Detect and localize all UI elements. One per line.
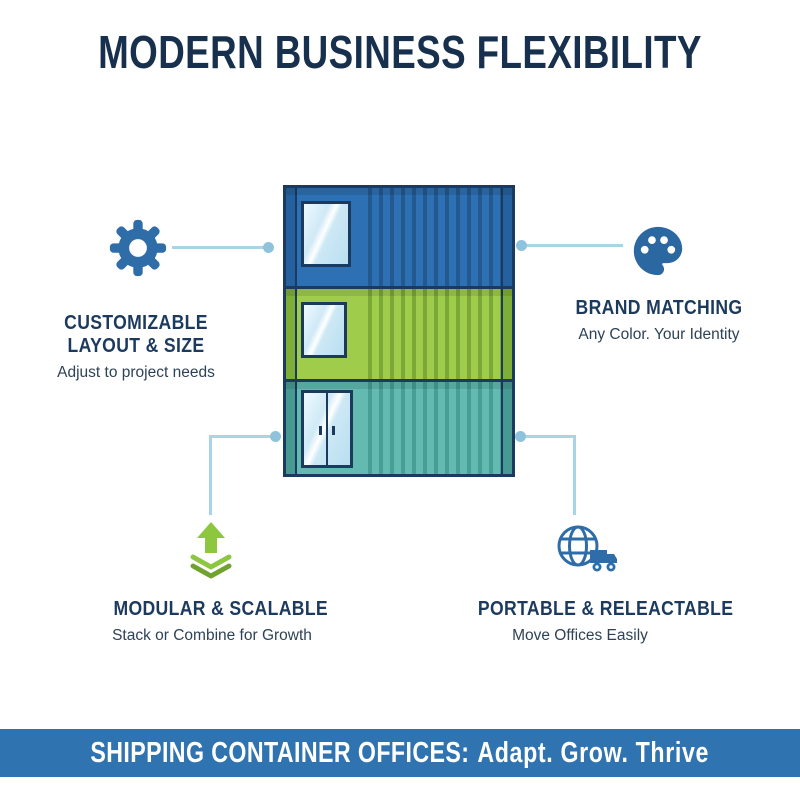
container-panel bbox=[297, 289, 361, 379]
container-top-blue bbox=[283, 185, 515, 289]
container-window-top bbox=[301, 201, 351, 267]
door-handle bbox=[319, 426, 322, 436]
connector-dot-modular bbox=[270, 431, 281, 442]
connector-line-customizable bbox=[172, 246, 270, 249]
container-endcap bbox=[501, 289, 512, 379]
page-title: MODERN BUSINESS FLEXIBILITY bbox=[98, 26, 702, 78]
footer-banner: SHIPPING CONTAINER OFFICES:Adapt. Grow. … bbox=[0, 729, 800, 777]
footer-label: SHIPPING CONTAINER OFFICES: bbox=[90, 737, 470, 769]
connector-line-modular-h bbox=[209, 435, 276, 438]
container-middle-green bbox=[283, 286, 515, 382]
feature-subtitle: Adjust to project needs bbox=[57, 363, 215, 381]
feature-brand: BRAND MATCHING Any Color. Your Identity bbox=[548, 297, 770, 344]
globe-truck-icon bbox=[552, 520, 618, 581]
feature-title: MODULAR & SCALABLE bbox=[113, 598, 329, 620]
connector-line-portable-h bbox=[521, 435, 576, 438]
container-endcap bbox=[286, 289, 297, 379]
palette-icon bbox=[629, 222, 687, 285]
feature-subtitle: Stack or Combine for Growth bbox=[112, 626, 312, 644]
feature-title: BRAND MATCHING bbox=[575, 297, 743, 319]
container-corrugation bbox=[361, 289, 501, 379]
container-corrugation bbox=[361, 382, 501, 474]
container-corrugation bbox=[361, 188, 501, 286]
container-window-middle bbox=[301, 302, 347, 358]
feature-title-line: LAYOUT & SIZE bbox=[67, 334, 205, 357]
feature-modular: MODULAR & SCALABLE Stack or Combine for … bbox=[100, 598, 329, 645]
connector-dot-brand bbox=[516, 240, 527, 251]
footer-text: SHIPPING CONTAINER OFFICES:Adapt. Grow. … bbox=[91, 729, 710, 777]
container-bottom-teal bbox=[283, 379, 515, 477]
connector-line-brand bbox=[521, 244, 623, 247]
container-stack-illustration bbox=[283, 185, 515, 477]
gear-icon bbox=[108, 218, 168, 283]
container-panel bbox=[297, 188, 361, 286]
container-endcap bbox=[286, 188, 297, 286]
connector-line-modular-v bbox=[209, 435, 212, 515]
container-endcap bbox=[286, 382, 297, 474]
container-endcap bbox=[501, 188, 512, 286]
container-panel bbox=[297, 382, 361, 474]
container-endcap bbox=[501, 382, 512, 474]
connector-dot-customizable bbox=[263, 242, 274, 253]
feature-customizable: CUSTOMIZABLE LAYOUT & SIZE Adjust to pro… bbox=[25, 312, 247, 382]
connector-line-portable-v bbox=[573, 435, 576, 515]
feature-portable: PORTABLE & RELEACTABLE Move Offices Easi… bbox=[464, 598, 734, 645]
feature-title: PORTABLE & RELEACTABLE bbox=[477, 598, 734, 620]
feature-title-line: CUSTOMIZABLE bbox=[64, 312, 208, 334]
container-door bbox=[301, 390, 353, 468]
door-handle bbox=[332, 426, 335, 436]
feature-subtitle: Move Offices Easily bbox=[512, 626, 648, 644]
footer-tagline: Adapt. Grow. Thrive bbox=[477, 737, 710, 769]
feature-subtitle: Any Color. Your Identity bbox=[578, 325, 740, 343]
scale-up-icon bbox=[184, 521, 238, 584]
connector-dot-portable bbox=[515, 431, 526, 442]
